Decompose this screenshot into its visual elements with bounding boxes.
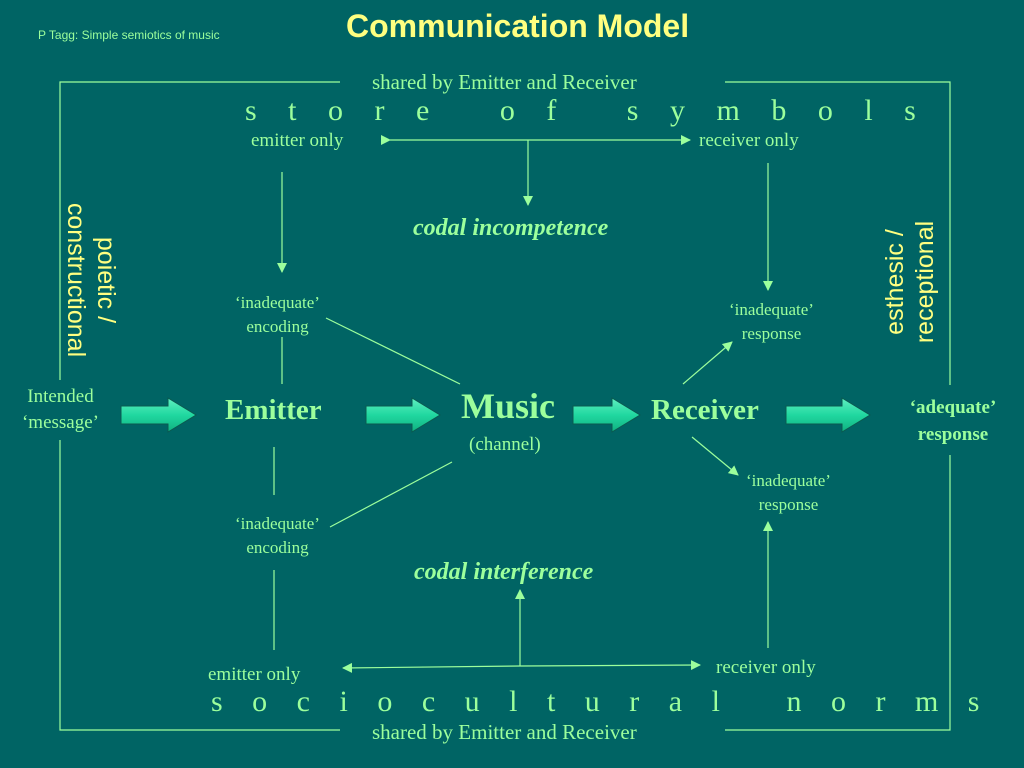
inadequate-response-top: ‘inadequate’ response — [714, 298, 829, 346]
resp-bot-line1: ‘inadequate’ — [746, 471, 831, 490]
channel-label: (channel) — [469, 434, 541, 455]
poietic-label: poietic / constructional — [61, 190, 121, 370]
sociocultural-norms: s o c i o c u l t u r a l n o r m s — [211, 685, 991, 718]
music-node: Music — [461, 386, 555, 426]
store-of-symbols: s t o r e o f s y m b o l s — [245, 94, 928, 127]
codal-incompetence: codal incompetence — [413, 215, 609, 241]
receiver-node: Receiver — [651, 394, 759, 426]
esthesic-line2: receptional — [911, 220, 939, 344]
adequate-line2: response — [917, 424, 989, 445]
esthesic-line1: esthesic / — [881, 229, 909, 335]
emitter-only-bottom: emitter only — [208, 664, 301, 685]
receiver-only-top: receiver only — [699, 130, 799, 151]
arrow-message-emitter — [120, 397, 197, 433]
receiver-links — [682, 341, 739, 476]
esthesic-label: esthesic / receptional — [880, 212, 940, 352]
poietic-line1: poietic / — [92, 236, 120, 324]
inadequate-encoding-bottom: ‘inadequate’ encoding — [220, 512, 335, 560]
enc-bot-line1: ‘inadequate’ — [235, 514, 320, 533]
shared-label-top: shared by Emitter and Receiver — [372, 70, 637, 94]
page-title: Communication Model — [346, 8, 690, 44]
adequate-line1: ‘adequate’ — [909, 397, 997, 418]
top-connectors — [277, 135, 773, 291]
poietic-line2: constructional — [62, 202, 90, 358]
emitter-only-top: emitter only — [251, 130, 344, 151]
enc-top-line1: ‘inadequate’ — [235, 293, 320, 312]
shared-label-bottom: shared by Emitter and Receiver — [372, 720, 637, 744]
resp-top-line1: ‘inadequate’ — [729, 300, 814, 319]
resp-bot-line2: response — [758, 495, 819, 514]
bottom-connectors — [342, 521, 773, 673]
flow-arrows — [120, 397, 871, 433]
emitter-links — [273, 317, 461, 650]
enc-top-line2: encoding — [246, 317, 309, 336]
receiver-only-bottom: receiver only — [716, 657, 816, 678]
frame — [59, 81, 951, 731]
arrow-music-receiver — [572, 397, 641, 433]
inadequate-response-bottom: ‘inadequate’ response — [731, 469, 846, 517]
arrow-emitter-music — [365, 397, 441, 433]
intended-line1: Intended — [27, 386, 94, 407]
arrow-receiver-response — [785, 397, 871, 433]
credit: P Tagg: Simple semiotics of music — [38, 28, 220, 42]
inadequate-encoding-top: ‘inadequate’ encoding — [220, 291, 335, 339]
emitter-node: Emitter — [225, 394, 322, 426]
adequate-response: ‘adequate’ response — [893, 394, 1013, 448]
codal-interference: codal interference — [414, 559, 594, 585]
intended-line2: ‘message’ — [21, 412, 100, 433]
enc-bot-line2: encoding — [246, 538, 309, 557]
resp-top-line2: response — [741, 324, 802, 343]
intended-message: Intended ‘message’ — [8, 384, 113, 436]
